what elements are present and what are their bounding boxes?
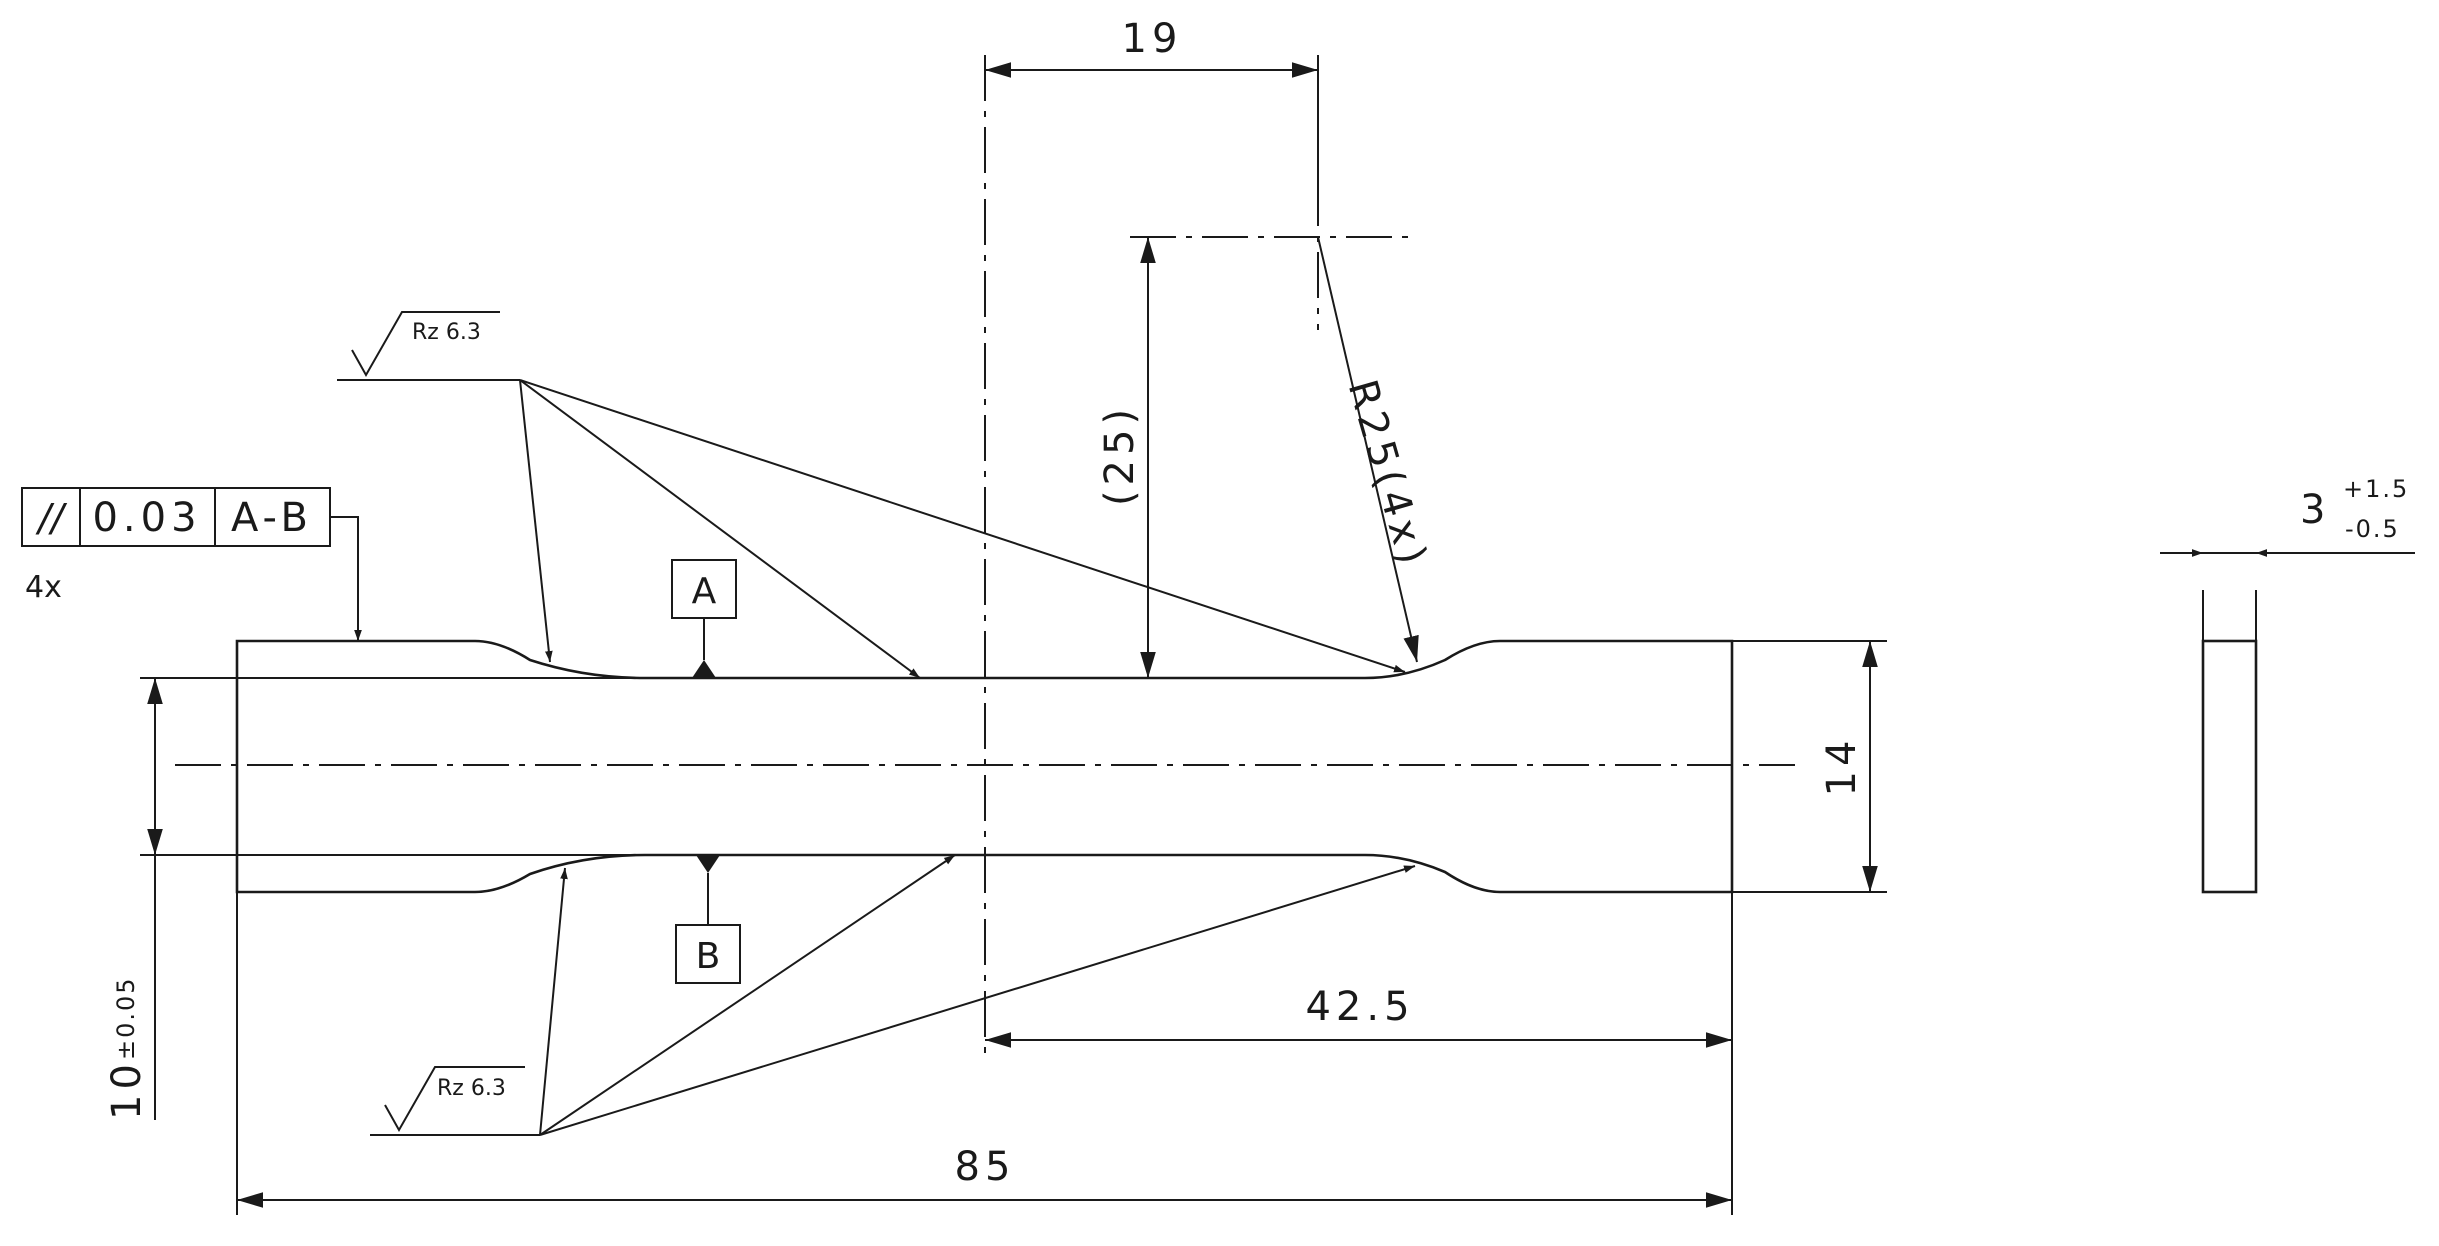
dimension-19-label: 19 xyxy=(1122,16,1183,62)
dimension-42-5: 42.5 xyxy=(985,892,1733,1215)
dimension-10-label: 10 xyxy=(104,1059,150,1120)
thickness-tol-lower: -0.5 xyxy=(2345,515,2400,543)
dimension-19: 19 xyxy=(985,16,1319,180)
side-view: 3 +1.5 -0.5 xyxy=(2160,475,2415,894)
dimension-25-label: (25) xyxy=(1097,404,1143,506)
thickness-tol-upper: +1.5 xyxy=(2343,475,2409,503)
thickness-label: 3 xyxy=(2300,487,2330,533)
tolerance-datum: A-B xyxy=(231,495,313,541)
parallelism-symbol: // xyxy=(35,496,68,540)
tolerance-value: 0.03 xyxy=(92,495,201,541)
dimension-42-5-label: 42.5 xyxy=(1305,984,1414,1030)
dimension-10-tolerance: ±0.05 xyxy=(112,976,140,1060)
datum-a: A xyxy=(671,559,737,678)
tolerance-multiplier: 4x xyxy=(25,570,62,605)
dimension-14-label: 14 xyxy=(1819,736,1865,797)
dimension-85-label: 85 xyxy=(955,1144,1016,1190)
surface-finish-top: Rz 6.3 xyxy=(337,311,1406,679)
tolerance-frame: // 0.03 A-B 4x xyxy=(21,487,362,641)
dimension-85: 85 xyxy=(236,892,1732,1215)
surface-finish-bottom: Rz 6.3 xyxy=(370,854,1416,1136)
datum-b-label: B xyxy=(696,936,721,977)
centerlines xyxy=(175,55,1795,1060)
dimension-25: (25) xyxy=(1097,237,1156,678)
dimension-10: 10 ±0.05 xyxy=(104,677,645,1120)
radius-dimension: R25(4x) xyxy=(1317,236,1437,663)
radius-label: R25(4x) xyxy=(1339,375,1437,574)
datum-a-label: A xyxy=(692,571,717,612)
surface-finish-top-label: Rz 6.3 xyxy=(412,320,481,345)
datum-b: B xyxy=(675,855,741,984)
dimension-14: 14 xyxy=(1732,640,1887,893)
surface-finish-bottom-label: Rz 6.3 xyxy=(437,1076,506,1101)
